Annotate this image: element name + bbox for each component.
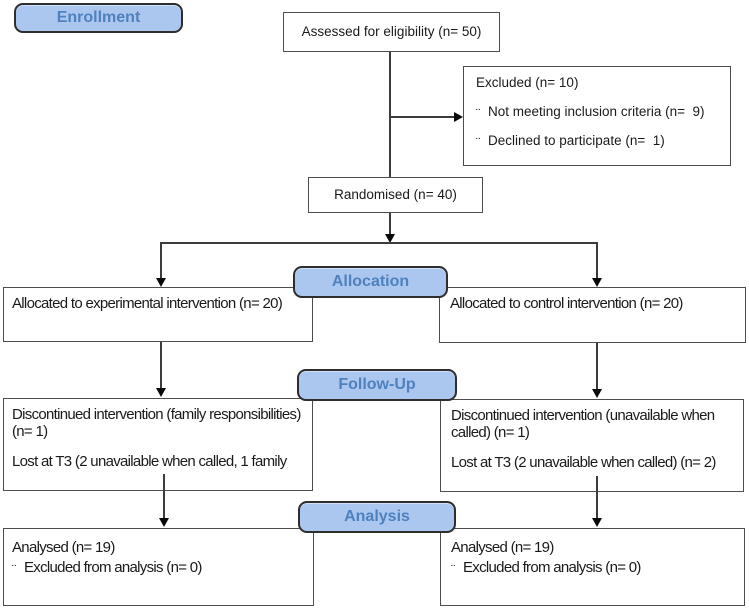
analysis-right-title: Analysed (n= 19) [451,539,554,556]
assessed-box: Assessed for eligibility (n= 50) [283,12,500,52]
excluded-item-text: Declined to participate (n= 1) [488,133,665,148]
stage-label-allocation-text: Allocation [331,273,410,290]
connector-branch-horizontal [160,242,597,244]
analysis-right-item-text: Excluded from analysis (n= 0) [463,559,641,576]
analysis-left-item-text: Excluded from analysis (n= 0) [24,559,202,576]
stage-label-followup: Follow-Up [297,369,457,401]
analysis-left-box: Analysed (n= 19) ¨ Excluded from analysis… [3,528,314,606]
arrowhead-allocation-left [156,278,166,287]
allocation-right-box: Allocated to control intervention (n= 20… [439,287,746,343]
analysis-right-item: ¨ Excluded from analysis (n= 0) [451,559,736,577]
bullet-glyph: ¨ [451,562,455,577]
arrowhead-excluded [454,112,463,122]
allocation-right-text: Allocated to control intervention (n= 20… [450,295,683,312]
allocation-left-text: Allocated to experimental intervention (… [12,295,283,312]
stage-label-followup-text: Follow-Up [338,376,416,393]
arrowhead-analysis-left [159,518,169,527]
followup-right-line1: Discontinued intervention (unavailable w… [451,407,715,441]
connector-followup-to-analysis-right [596,476,598,518]
connector-branch-left [160,242,162,278]
arrowhead-followup-right [592,389,602,398]
allocation-left-box: Allocated to experimental intervention (… [3,287,313,342]
arrowhead-randomised-branch [385,234,395,243]
connector-followup-to-analysis-left [163,474,165,518]
followup-right-box: Discontinued intervention (unavailable w… [440,399,744,492]
stage-label-enrollment: Enrollment [14,3,183,33]
connector-allocation-to-followup-left [160,342,162,388]
stage-label-enrollment-text: Enrollment [56,9,141,26]
followup-right-line2: Lost at T3 (2 unavailable when called) (… [451,454,716,471]
excluded-item-text: Not meeting inclusion criteria (n= 9) [488,104,705,119]
connector-allocation-to-followup-right [596,343,598,389]
followup-left-line1: Discontinued intervention (family respon… [12,406,301,440]
stage-label-allocation: Allocation [293,266,448,298]
followup-left-line2: Lost at T3 (2 unavailable when called, 1… [12,453,287,470]
arrowhead-followup-left [156,388,166,397]
excluded-item: ¨ Not meeting inclusion criteria (n= 9) [476,104,724,121]
connector-branch-right [596,242,598,278]
bullet-glyph: ¨ [476,135,481,150]
stage-label-analysis: Analysis [298,501,456,533]
randomised-text: Randomised (n= 40) [334,187,457,202]
arrowhead-allocation-right [592,278,602,287]
stage-label-analysis-text: Analysis [344,508,410,525]
analysis-left-title: Analysed (n= 19) [12,539,115,556]
connector-assessed-to-randomised [389,52,391,177]
connector-to-excluded [390,116,455,118]
excluded-box: Excluded (n= 10) ¨ Not meeting inclusion … [463,66,731,166]
analysis-right-box: Analysed (n= 19) ¨ Excluded from analysis… [440,528,745,606]
excluded-item: ¨ Declined to participate (n= 1) [476,133,724,150]
bullet-glyph: ¨ [12,562,16,577]
excluded-title: Excluded (n= 10) [476,75,579,90]
connector-randomised-down [389,213,391,235]
analysis-left-item: ¨ Excluded from analysis (n= 0) [12,559,305,577]
assessed-text: Assessed for eligibility (n= 50) [301,24,482,39]
bullet-glyph: ¨ [476,106,481,121]
arrowhead-analysis-right [592,518,602,527]
randomised-box: Randomised (n= 40) [308,177,483,213]
followup-left-box: Discontinued intervention (family respon… [3,398,313,491]
